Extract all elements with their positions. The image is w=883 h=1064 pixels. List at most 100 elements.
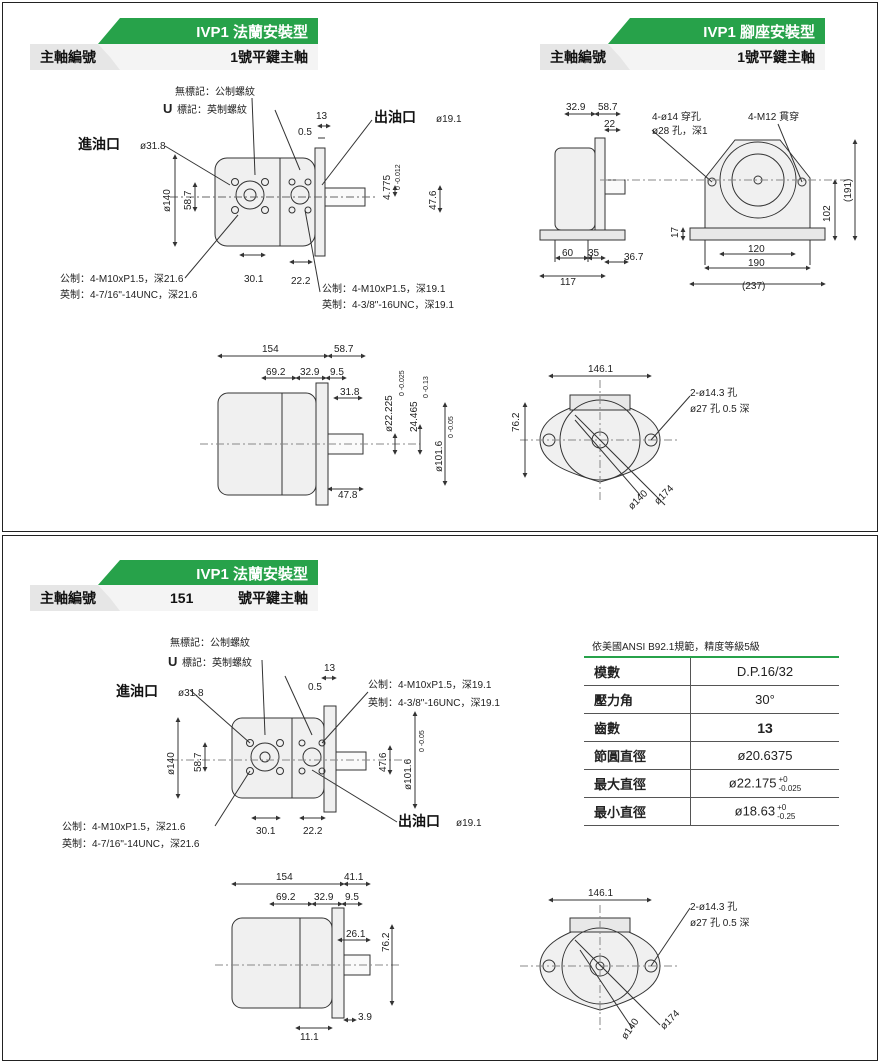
inlet-label: 進油口: [116, 683, 158, 699]
bolt-imperial: 英制：4-7/16"-14UNC，深21.6: [62, 837, 200, 850]
dim-47-6: 47.6: [378, 752, 389, 772]
tol-up: +0: [778, 774, 788, 784]
dim-22-225-tol: 0 -0.025: [399, 370, 406, 396]
dim-76-2: 76.2: [381, 932, 392, 952]
header-left-p1: IVP1 法蘭安裝型 主軸編號 1號平鍵主軸: [30, 18, 318, 70]
dim-101-6: ø101.6: [434, 440, 445, 472]
note-u-text: 標記：英制螺紋: [177, 103, 247, 116]
flange-side-labels: 154 58.7 69.2 32.9 9.5 31.8 47.8 ø22.225…: [262, 344, 455, 501]
spec-value: ø22.175: [728, 774, 777, 790]
note-u: U: [168, 654, 177, 669]
dim-30-1: 30.1: [244, 274, 264, 285]
inlet-label: 進油口: [78, 136, 120, 152]
dim-32-9: 32.9: [566, 102, 586, 113]
header-title: IVP1 腳座安裝型: [703, 23, 815, 41]
hole-callout-1: 2-ø14.3 孔: [690, 387, 737, 399]
tolerance: +0-0.25: [777, 803, 795, 821]
outlet-label: 出油口: [374, 109, 416, 125]
spec-key: 節圓直徑: [584, 741, 691, 770]
outlet-label: 出油口: [398, 813, 440, 829]
bolt-metric: 公制：4-M10xP1.5，深21.6: [60, 272, 184, 285]
dim-69-2: 69.2: [266, 367, 286, 378]
port-imperial: 英制：4-3/8"-16UNC，深19.1: [368, 696, 500, 709]
dim-146-1: 146.1: [588, 888, 613, 899]
spline-spec-table: 模數 D.P.16/32 壓力角 30° 齒數 13 節圓直徑 ø20.6375…: [584, 656, 839, 826]
port-metric: 公制：4-M10xP1.5，深19.1: [368, 678, 492, 691]
dim-32-9: 32.9: [314, 892, 334, 903]
dim-102: 102: [822, 205, 833, 222]
header-value-num: 151: [170, 590, 194, 606]
dim-31-8: 31.8: [340, 387, 360, 398]
spec-note: 依美國ANSI B92.1規範，精度等級5級: [592, 642, 760, 653]
spec-value: 13: [690, 713, 839, 742]
dim-58-7: 58.7: [193, 752, 204, 772]
dim-13: 13: [324, 663, 336, 674]
header-title: IVP1 法蘭安裝型: [196, 23, 308, 41]
dim-140: ø140: [619, 1016, 641, 1041]
dim-4-775-tol: 0 -0.012: [395, 164, 402, 190]
flange-side-view: [200, 353, 448, 506]
header-label: 主軸編號: [40, 590, 96, 606]
tolerance: +0-0.025: [779, 775, 802, 793]
dim-101-6: ø101.6: [403, 758, 414, 790]
dim-117: 117: [560, 277, 576, 288]
dim-47-8: 47.8: [338, 490, 358, 501]
dim-154: 154: [276, 872, 293, 883]
dim-11-1: 11.1: [300, 1032, 319, 1043]
header-p2: IVP1 法蘭安裝型 主軸編號 151 號平鍵主軸: [30, 560, 318, 611]
p2-end-view: [520, 897, 691, 1030]
outlet-dim: ø19.1: [436, 114, 462, 125]
header-label: 主軸編號: [40, 49, 96, 65]
dim-32-9: 32.9: [300, 367, 320, 378]
dim-174: ø174: [658, 1008, 682, 1032]
tol-down: -0.025: [778, 783, 802, 793]
spec-key: 模數: [584, 656, 691, 686]
dim-17: 17: [670, 226, 681, 238]
dim-190: 190: [748, 258, 765, 269]
dim-26-1: 26.1: [346, 929, 366, 940]
hole-callout-2: ø28 孔，深1: [652, 125, 708, 137]
spec-key: 最大直徑: [584, 769, 691, 798]
dim-0-5: 0.5: [308, 682, 322, 693]
dim-0-5: 0.5: [298, 127, 312, 138]
note-metric: 無標記：公制螺紋: [175, 85, 255, 98]
dim-146-1: 146.1: [588, 364, 613, 375]
table-row: 最大直徑 ø22.175+0-0.025: [584, 769, 839, 798]
dim-101-6-tol: 0 -0.05: [448, 416, 455, 438]
spec-value: D.P.16/32: [690, 656, 839, 686]
hole-callout-2: ø27 孔 0.5 深: [690, 403, 749, 415]
header-value: 號平鍵主軸: [238, 590, 308, 606]
dim-76-2: 76.2: [511, 412, 522, 432]
dim-47-6: 47.6: [428, 190, 439, 210]
spec-value: 30°: [690, 685, 839, 714]
note-u: U: [163, 101, 172, 116]
spec-value: ø18.63: [734, 802, 776, 818]
foot-side-view: [539, 111, 629, 279]
dim-58-7: 58.7: [183, 190, 194, 210]
spec-value-cell: ø18.63+0-0.25: [690, 797, 839, 826]
foot-front-view: [600, 123, 858, 287]
p2-front-labels: 無標記：公制螺紋 U 標記：英制螺紋 進油口 ø31.8 出油口 ø19.1 1…: [62, 636, 500, 850]
dim-101-6-tol: 0 -0.05: [419, 730, 426, 752]
dim-140: ø140: [166, 752, 177, 775]
header-value: 1號平鍵主軸: [737, 49, 815, 65]
dim-22-2: 22.2: [291, 276, 311, 287]
port-imperial: 英制：4-3/8"-16UNC，深19.1: [322, 298, 454, 311]
dim-30-1: 30.1: [256, 826, 276, 837]
m12-callout: 4-M12 貫穿: [748, 110, 799, 123]
port-metric: 公制：4-M10xP1.5，深19.1: [322, 282, 446, 295]
dim-9-5: 9.5: [330, 367, 344, 378]
header-label: 主軸編號: [550, 49, 606, 65]
spec-key: 最小直徑: [584, 797, 691, 826]
p2-front-view: [170, 659, 418, 827]
dim-24-465-tol: 0 -0.13: [423, 376, 430, 398]
dim-58-7: 58.7: [334, 344, 354, 355]
p2-side-view: [215, 881, 400, 1031]
dim-36-7: 36.7: [624, 252, 644, 263]
note-u-text: 標記：英制螺紋: [182, 656, 252, 669]
hole-callout-1: 2-ø14.3 孔: [690, 901, 737, 913]
dim-191: (191): [843, 179, 854, 202]
spec-key: 齒數: [584, 713, 691, 742]
table-row: 模數 D.P.16/32: [584, 656, 839, 686]
